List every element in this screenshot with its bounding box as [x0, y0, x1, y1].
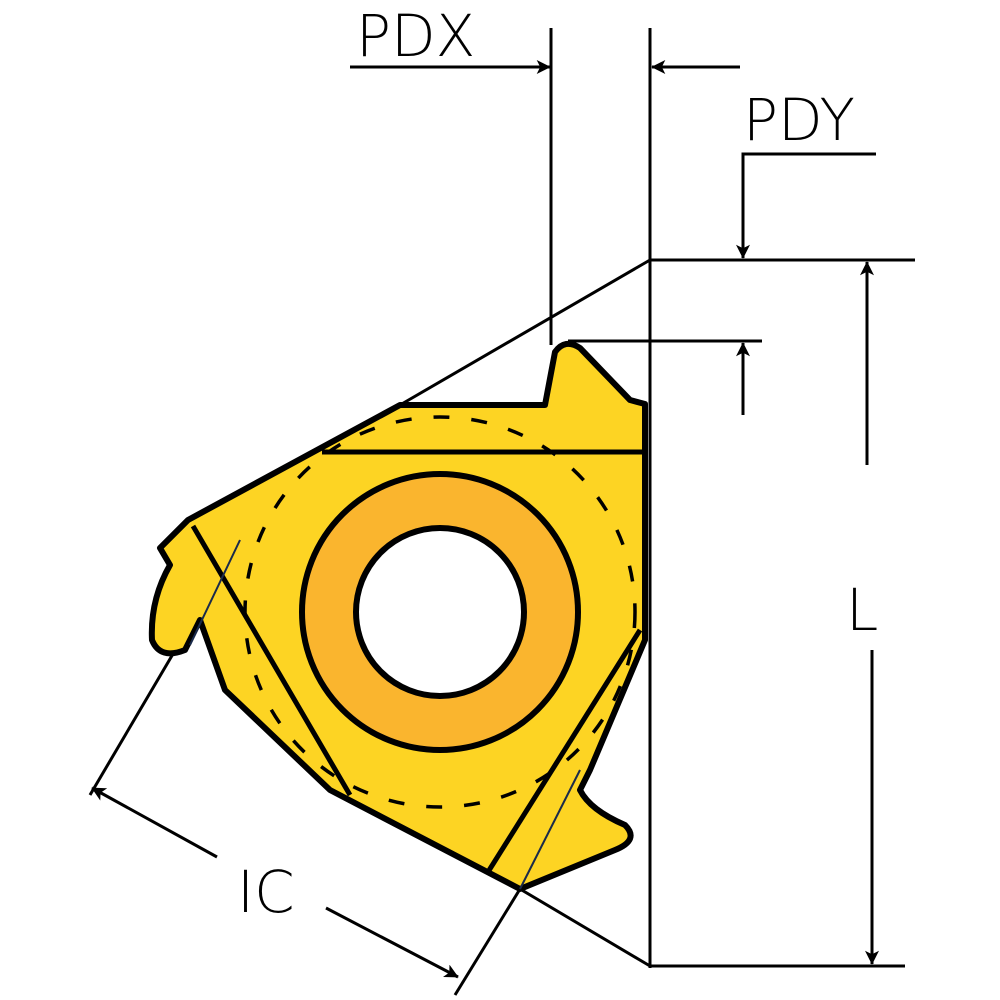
label-ic: IC	[237, 858, 295, 926]
extension-lines	[88, 28, 915, 996]
label-pdy: PDY	[743, 86, 855, 154]
insert-hole	[353, 525, 527, 699]
label-l: L	[846, 576, 878, 644]
dimension-arrows	[91, 60, 879, 979]
insert-body	[148, 340, 648, 892]
pdy-arrow-down	[736, 152, 876, 259]
label-pdx: PDX	[356, 2, 475, 70]
inscribed-circle-dashed	[243, 415, 637, 809]
ic-arrow-left	[91, 786, 218, 859]
ic-arrow-right	[325, 906, 459, 979]
